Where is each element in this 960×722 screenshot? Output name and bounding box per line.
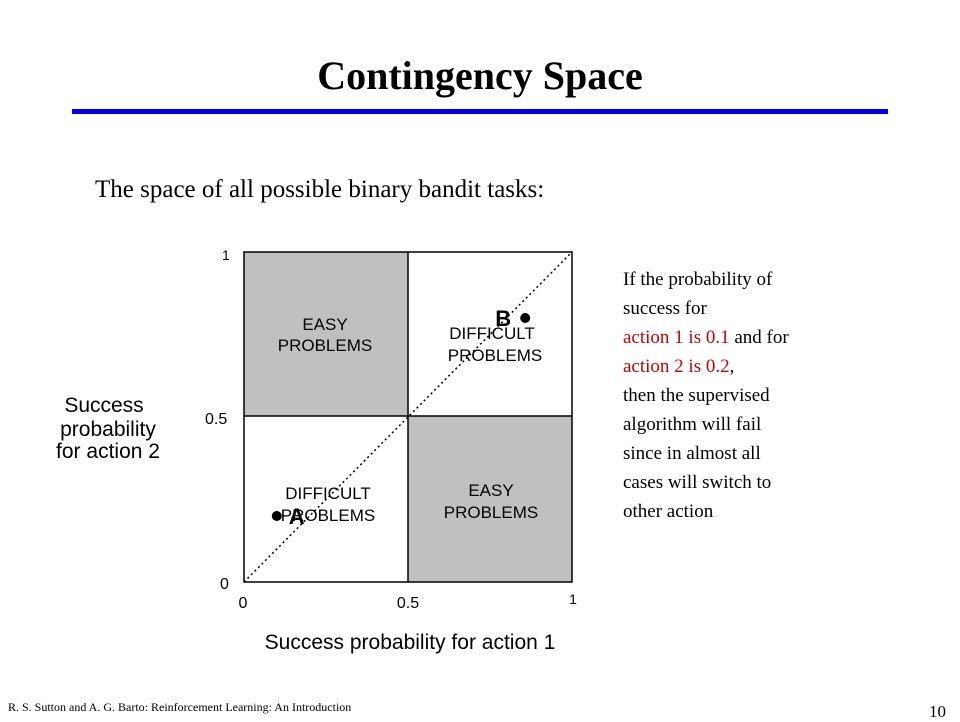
y-axis-label-line3: for action 2 (56, 440, 160, 463)
quadrant-top-left (244, 252, 408, 416)
note-line-5: then the supervised (623, 385, 770, 406)
y-axis-label-line1: Success (64, 394, 143, 417)
quadrant-bottom-right-line1: EASY (468, 481, 513, 500)
note-line-6: algorithm will fail (623, 414, 762, 435)
x-tick-0: 0 (239, 595, 248, 612)
x-tick-1: 1 (569, 591, 577, 607)
y-tick-0.5: 0.5 (205, 411, 227, 428)
page-number: 10 (929, 702, 946, 721)
x-tick-0.5: 0.5 (397, 595, 419, 612)
point-a-label: A (289, 504, 305, 529)
slide-title: Contingency Space (317, 53, 643, 98)
note-line-7: since in almost all (623, 443, 761, 464)
point-a-marker (271, 511, 282, 521)
note-line-2: success for (623, 298, 707, 319)
side-note: If the probability of success for action… (623, 265, 863, 526)
points-layer: AB (271, 306, 531, 529)
quadrant-bottom-right (408, 416, 572, 582)
point-b-label: B (495, 306, 511, 331)
note-line-3: action 1 is 0.1 and for (623, 323, 863, 352)
note-line-8: cases will switch to (623, 472, 772, 493)
y-axis-label-line2: probability (60, 418, 156, 441)
quadrant-bottom-left-line1: DIFFICULT (285, 484, 371, 503)
note-highlight-action-1: action 1 is 0.1 (623, 327, 730, 348)
note-line-1: If the probability of (623, 269, 773, 290)
slide-footer: R. S. Sutton and A. G. Barto: Reinforcem… (8, 700, 352, 714)
note-line-9: other action (623, 501, 714, 522)
quadrant-top-right-line1: DIFFICULT (449, 324, 535, 343)
note-highlight-action-2: action 2 is 0.2 (623, 356, 730, 377)
quadrant-top-left-line2: PROBLEMS (278, 336, 372, 355)
slide-subtitle: The space of all possible binary bandit … (95, 176, 545, 203)
y-tick-0: 0 (220, 576, 229, 593)
quadrant-top-left-line1: EASY (302, 315, 347, 334)
point-b-marker (520, 313, 531, 323)
note-line-4: action 2 is 0.2, (623, 352, 863, 381)
title-underline (72, 109, 888, 114)
y-tick-1: 1 (222, 247, 230, 263)
note-line-4-rest: , (729, 356, 735, 377)
quadrant-top-right-line2: PROBLEMS (448, 346, 542, 365)
note-line-3-rest: and for (729, 327, 789, 348)
quadrant-bottom-left-line2: PROBLEMS (281, 506, 375, 525)
quadrant-bottom-right-line2: PROBLEMS (444, 503, 538, 522)
x-axis-label: Success probability for action 1 (265, 631, 556, 654)
